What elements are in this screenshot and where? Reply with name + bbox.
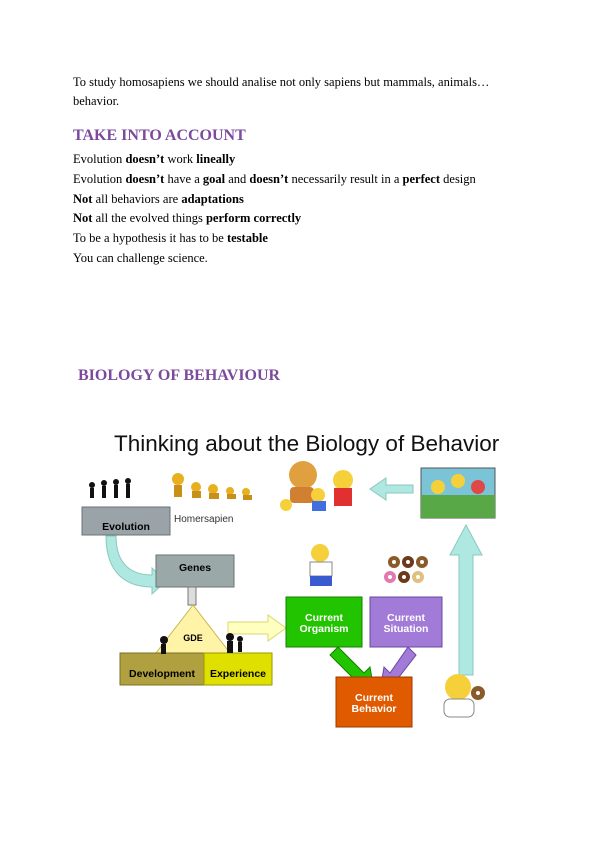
text-segment: Evolution bbox=[73, 152, 125, 166]
current-situation-box-label: Current Situation bbox=[370, 613, 442, 635]
emphasized-text: doesn’t bbox=[125, 172, 164, 186]
text-segment: necessarily result in a bbox=[288, 172, 402, 186]
emphasized-text: perfect bbox=[403, 172, 440, 186]
homer-eating-donut-icon bbox=[444, 674, 485, 717]
homersapien-figures-icon bbox=[172, 473, 252, 500]
current-behavior-box-label: Current Behavior bbox=[336, 693, 412, 715]
text-segment: have a bbox=[164, 172, 203, 186]
text-segment: To be a hypothesis it has to be bbox=[73, 231, 227, 245]
take-into-account-item: Not all the evolved things perform corre… bbox=[73, 209, 476, 229]
emphasized-text: goal bbox=[203, 172, 225, 186]
diagram-graphics bbox=[78, 425, 523, 745]
experience-box-label: Experience bbox=[204, 669, 272, 680]
take-into-account-item: Not all behaviors are adaptations bbox=[73, 190, 476, 210]
emphasized-text: adaptations bbox=[181, 192, 244, 206]
emphasized-text: perform correctly bbox=[206, 211, 301, 225]
take-into-account-item: Evolution doesn’t work lineally bbox=[73, 150, 476, 170]
gde-label: GDE bbox=[173, 633, 213, 644]
emphasized-text: doesn’t bbox=[249, 172, 288, 186]
diagram-title: Thinking about the Biology of Behavior bbox=[114, 431, 499, 457]
biology-of-behavior-diagram: Thinking about the Biology of Behavior H… bbox=[78, 425, 523, 745]
simpson-family-icon bbox=[280, 461, 353, 511]
text-segment: design bbox=[440, 172, 476, 186]
text-segment: Evolution bbox=[73, 172, 125, 186]
experience-figures-icon bbox=[226, 633, 243, 653]
text-segment: You can challenge science. bbox=[73, 251, 208, 265]
emphasized-text: lineally bbox=[196, 152, 235, 166]
evolution-box-label: Evolution bbox=[82, 522, 170, 533]
text-segment: work bbox=[164, 152, 196, 166]
current-organism-box-label: Current Organism bbox=[286, 613, 362, 635]
emphasized-text: Not bbox=[73, 211, 92, 225]
evolution-silhouettes-icon bbox=[89, 478, 131, 498]
section-heading-biology-of-behaviour: BIOLOGY OF BEHAVIOUR bbox=[78, 367, 280, 385]
take-into-account-item: To be a hypothesis it has to be testable bbox=[73, 229, 476, 249]
genes-box-label: Genes bbox=[156, 563, 234, 574]
homer-sitting-icon bbox=[310, 544, 332, 586]
intro-paragraph: To study homosapiens we should analise n… bbox=[73, 73, 533, 111]
text-segment: all behaviors are bbox=[92, 192, 181, 206]
text-segment: all the evolved things bbox=[92, 211, 206, 225]
take-into-account-item: Evolution doesn’t have a goal and doesn’… bbox=[73, 170, 476, 190]
section-heading-take-into-account: TAKE INTO ACCOUNT bbox=[73, 127, 246, 145]
painting-icon bbox=[421, 468, 495, 518]
homersapien-caption: Homersapien bbox=[174, 514, 233, 525]
take-into-account-item: You can challenge science. bbox=[73, 249, 476, 269]
emphasized-text: doesn’t bbox=[125, 152, 164, 166]
emphasized-text: Not bbox=[73, 192, 92, 206]
text-segment: and bbox=[225, 172, 249, 186]
development-box-label: Development bbox=[120, 669, 204, 680]
emphasized-text: testable bbox=[227, 231, 268, 245]
donuts-icon bbox=[384, 556, 428, 583]
